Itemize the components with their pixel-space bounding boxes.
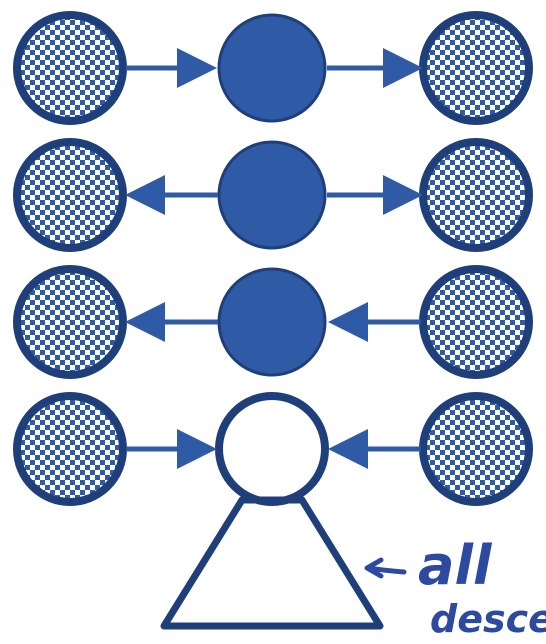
- row1-center-filled-node: [217, 13, 327, 123]
- row4-center-open-node: [215, 392, 329, 506]
- annotation-group: all descen: [364, 534, 546, 641]
- annotation-line-1: all: [418, 534, 493, 597]
- row2-center-filled-node: [217, 140, 327, 250]
- row-3: [13, 265, 533, 379]
- row1-right-checker-node: [419, 11, 533, 125]
- row1-left-checker-node: [13, 11, 127, 125]
- row2-left-checker-node: [13, 138, 127, 252]
- row-2: [13, 138, 533, 252]
- row4-left-checker-node: [13, 392, 127, 506]
- row3-right-checker-node: [419, 265, 533, 379]
- left-arrow-head-icon: [364, 557, 384, 579]
- row-4: [13, 392, 533, 630]
- row3-center-filled-node: [217, 267, 327, 377]
- row2-right-checker-node: [419, 138, 533, 252]
- row3-left-checker-node: [13, 265, 127, 379]
- row4-right-checker-node: [419, 392, 533, 506]
- annotation-line-2: descen: [430, 597, 546, 641]
- descendants-triangle: [160, 496, 384, 630]
- row-1: [13, 11, 533, 125]
